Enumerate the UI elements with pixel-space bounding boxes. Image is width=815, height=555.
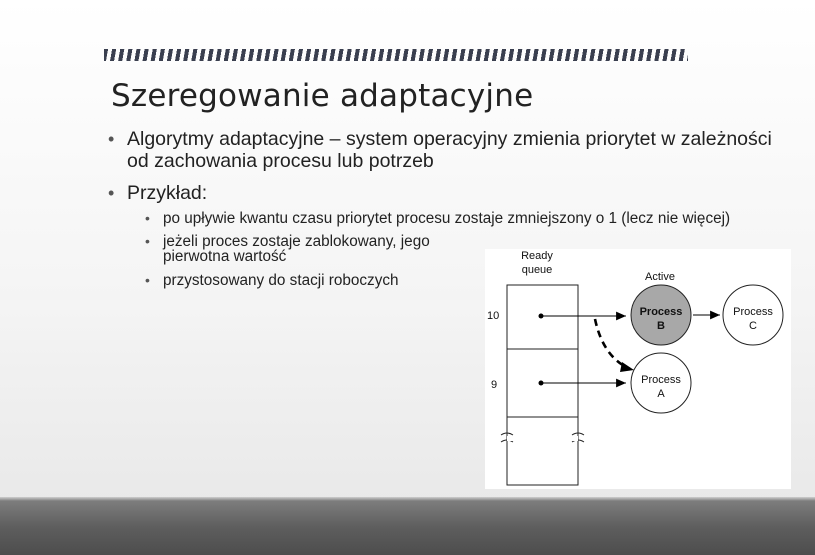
bullet-marker: •	[145, 210, 150, 226]
sub-bullet-item: • po upływie kwantu czasu priorytet proc…	[107, 210, 787, 227]
sub-bullet-item: • przystosowany do stacji roboczych	[107, 272, 787, 289]
sub-bullet-text: po upływie kwantu czasu priorytet proces…	[163, 210, 731, 227]
priority-9-label: 9	[491, 379, 497, 391]
slide-title: Szeregowanie adaptacyjne	[111, 78, 534, 114]
bullet-list: • Algorytmy adaptacyjne – system operacy…	[107, 128, 787, 288]
bullet-item: • Przykład:	[107, 182, 787, 204]
bullet-marker: •	[145, 272, 150, 288]
active-label: Active	[645, 271, 675, 283]
ready-queue-label: queue	[522, 264, 553, 276]
bullet-text: Przykład:	[127, 182, 208, 204]
sub-bullet-text: jeżeli proces zostaje zablokowany, jego …	[163, 233, 430, 265]
priority-decrease-arrow	[593, 318, 631, 371]
ready-queue-label: Ready	[521, 250, 553, 262]
process-c-label: Process	[733, 306, 773, 318]
scheduling-diagram: Ready queue 10 9 Active Process B Proces…	[485, 249, 791, 489]
decorative-stripe	[104, 49, 688, 61]
process-b-label: Process	[640, 306, 683, 318]
process-b-label: B	[657, 320, 665, 332]
queue-break-gap	[507, 436, 578, 441]
bullet-marker: •	[108, 129, 115, 149]
process-a-label: Process	[641, 374, 681, 386]
bullet-item: • Algorytmy adaptacyjne – system operacy…	[107, 128, 787, 172]
process-b-node	[630, 284, 692, 346]
diagram-svg: Ready queue 10 9 Active Process B Proces…	[487, 250, 784, 486]
process-a-label: A	[657, 388, 665, 400]
bullet-marker: •	[108, 183, 115, 203]
sub-bullet-item: • jeżeli proces zostaje zablokowany, jeg…	[107, 233, 463, 265]
sub-bullet-text: przystosowany do stacji roboczych	[163, 272, 399, 289]
process-c-node	[722, 284, 784, 346]
background-floor	[0, 497, 815, 555]
priority-decrease-arrowhead	[620, 362, 634, 372]
priority-10-label: 10	[487, 310, 499, 322]
process-a-node	[630, 352, 692, 414]
bullet-marker: •	[145, 233, 150, 249]
bullet-text: Algorytmy adaptacyjne – system operacyjn…	[127, 128, 772, 172]
process-c-label: C	[749, 320, 757, 332]
